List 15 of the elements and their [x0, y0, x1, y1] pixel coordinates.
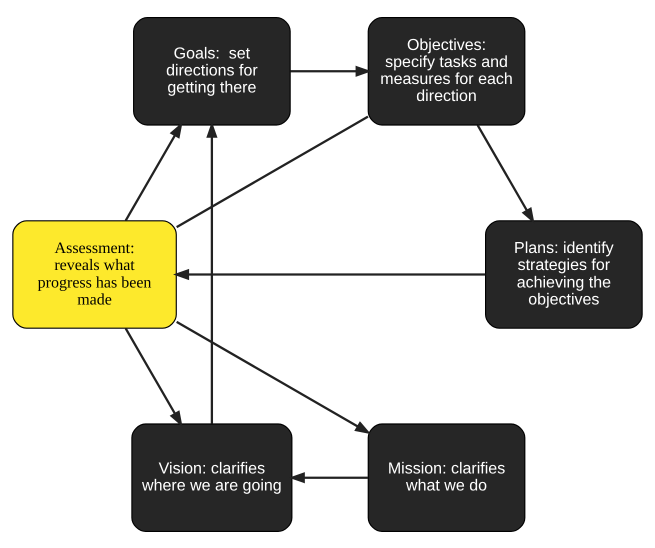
node-box: Mission: clarifies what we do — [368, 422, 526, 532]
node-box: Assessment: reveals what progress has been made — [12, 220, 177, 328]
node-box: Objectives: specify tasks and measures for each direction — [368, 16, 526, 126]
node-box: Goals: set directions for getting there — [133, 16, 291, 126]
arrow — [124, 122, 183, 221]
arrow — [173, 268, 486, 280]
connector — [176, 115, 369, 228]
arrow — [476, 124, 535, 224]
arrow — [290, 65, 372, 76]
arrow — [206, 121, 218, 424]
arrow — [124, 327, 183, 426]
arrow — [176, 320, 371, 434]
node-box: Plans: identify strategies for achieving the objectives — [485, 220, 643, 328]
arrow — [288, 472, 368, 483]
node-box: Vision: clarifies where we are going — [131, 422, 292, 532]
